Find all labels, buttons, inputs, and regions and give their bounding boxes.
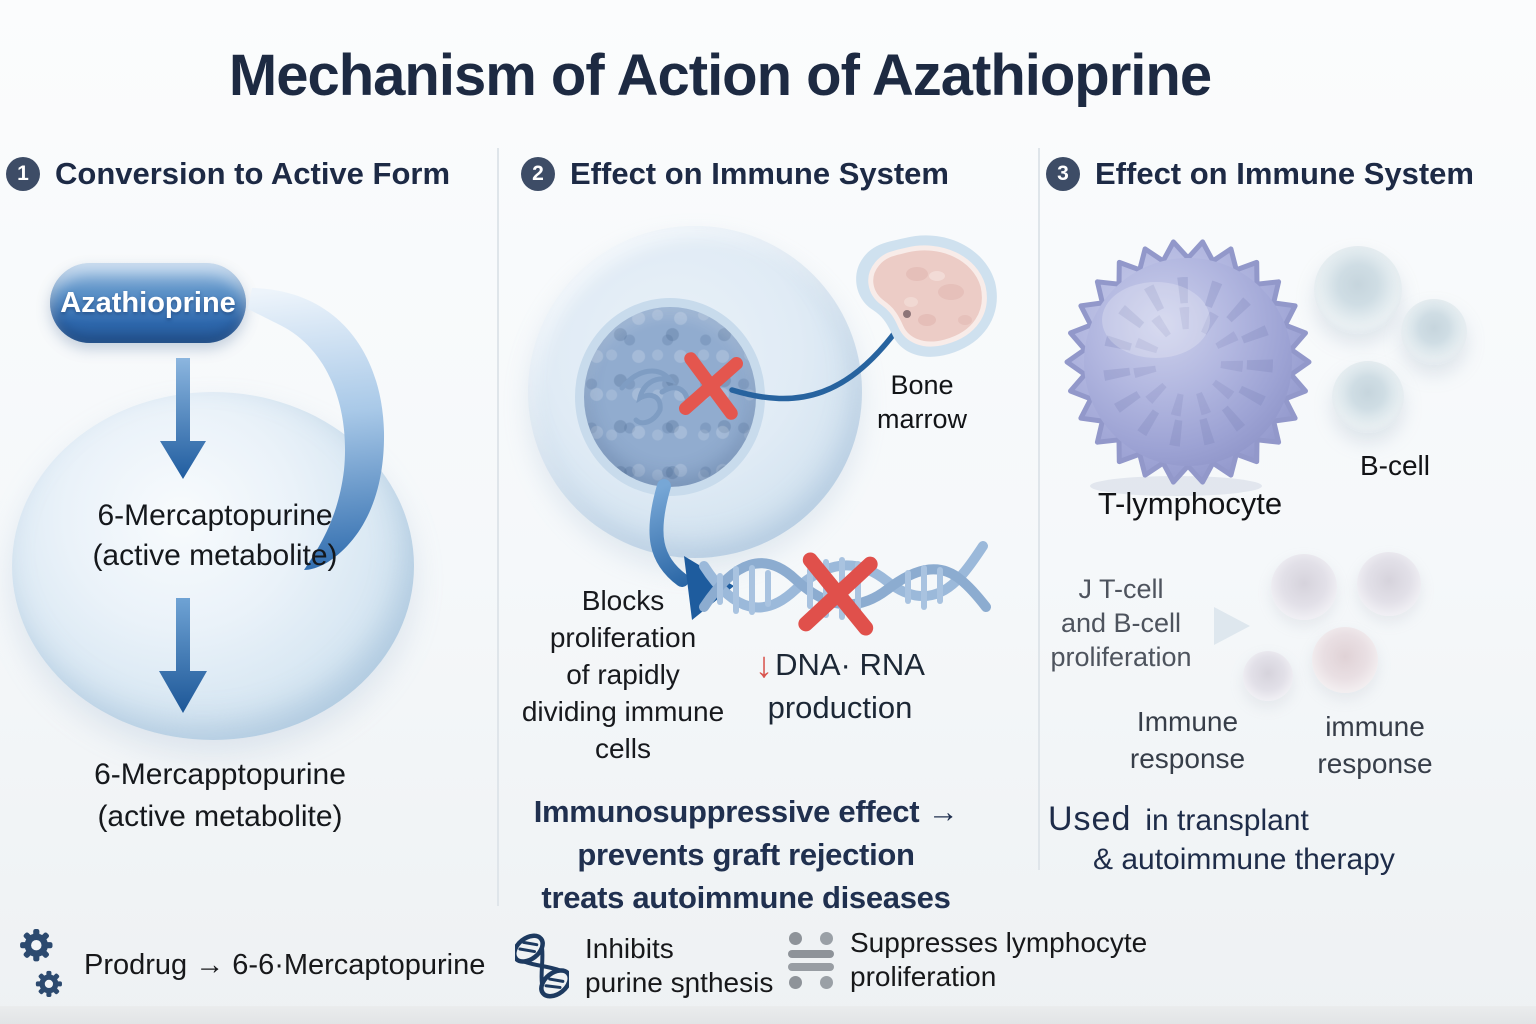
sphere-caption-line1: 6-Mercaptopurine: [97, 499, 333, 532]
b-cell-label: B-cell: [1359, 450, 1430, 481]
b-cell-3: [1332, 361, 1404, 433]
sphere-caption-line2: (active metabolite): [92, 539, 338, 572]
suppresses-label: Suppresses lymphocyte proliferation: [850, 927, 1148, 992]
sphere-caption: 6-Mercaptopurine (active metabolite): [30, 496, 400, 576]
b-cell-2: [1401, 299, 1467, 365]
ghost-cell-2: [1357, 552, 1421, 616]
panel-divider-1: [497, 148, 499, 906]
dna-rna-caption: ↓DNA· RNA production: [733, 643, 947, 729]
ghost-cell-1: [1271, 554, 1337, 620]
section-2-number-badge: 2: [521, 157, 555, 191]
footer-band: [0, 1006, 1536, 1024]
used-in-transplant-caption: Used in transplant: [1048, 800, 1448, 839]
t-lymphocyte-illustration: [1064, 239, 1312, 496]
section-3-heading: Effect on Immune System: [1095, 156, 1474, 191]
footer-item-suppresses: Suppresses lymphocyte proliferation: [788, 926, 1147, 994]
azathioprine-pill: Azathioprine: [50, 263, 246, 343]
red-down-arrow-icon: ↓: [755, 644, 774, 685]
t-cell-body: [1084, 258, 1292, 466]
b-cell-1: [1314, 246, 1402, 334]
dna-rna-line1: DNA· RNA: [775, 647, 925, 682]
section-1-header: 1 Conversion to Active Form: [6, 156, 450, 192]
result-caption-line1: 6-Mercapptopurine: [94, 758, 346, 791]
panel-divider-2: [1038, 148, 1040, 870]
t-cell-texture-ring-inner: [1133, 307, 1243, 417]
dna-rna-line2: production: [767, 690, 913, 725]
section-3-header: 3 Effect on Immune System: [1046, 156, 1474, 192]
bone-marrow-label: Bone marrow: [876, 370, 967, 434]
t-lymphocyte-label: T-lymphocyte: [1097, 486, 1283, 521]
dna-blocked-x-icon: [798, 552, 878, 636]
gears-icon: [20, 929, 62, 997]
dots-icon: [788, 931, 834, 989]
bone-marrow-illustration: [856, 235, 997, 357]
prodrug-label: Prodrug → 6-6·Mercaptopurine: [84, 948, 486, 981]
t-cell-texture-ring: [1103, 277, 1273, 447]
cell-nucleus: [575, 298, 765, 496]
footer-item-inhibits: Inhibits purine sɲthesis: [515, 922, 773, 1010]
pill-label: Azathioprine: [60, 286, 236, 319]
proliferation-chevron-icon: [1214, 607, 1250, 645]
ghost-cell-4: [1243, 651, 1293, 701]
immune-response-label-2: immune response: [1317, 711, 1433, 779]
section-1-heading: Conversion to Active Form: [55, 156, 451, 191]
inhibits-label: Inhibits purine sɲthesis: [585, 933, 774, 998]
autoimmune-therapy-caption: & autoimmune therapy: [1093, 843, 1395, 876]
blocks-proliferation-caption: Blocks proliferation of rapidly dividing…: [521, 585, 725, 764]
t-cell-shadow: [1090, 476, 1262, 496]
t-cell-highlight: [1102, 282, 1210, 358]
page-title: Mechanism of Action of Azathioprine: [228, 43, 1212, 108]
immune-response-label-1: Immune response: [1129, 706, 1246, 774]
section-3-number-badge: 3: [1046, 157, 1080, 191]
section-2-heading: Effect on Immune System: [570, 156, 949, 191]
t-b-cell-proliferation-caption: J T-cell and B-cell proliferation: [1050, 574, 1192, 672]
section-2-header: 2 Effect on Immune System: [521, 156, 949, 192]
used-rest: in transplant: [1145, 804, 1309, 837]
footer-item-prodrug: Prodrug → 6-6·Mercaptopurine: [12, 920, 485, 1010]
section-1-number-badge: 1: [6, 157, 40, 191]
used-word: Used: [1048, 800, 1132, 838]
immunosuppressive-summary: Immunosuppressive effect → prevents graf…: [533, 794, 959, 915]
ghost-cell-3: [1312, 627, 1378, 693]
result-caption-line2: (active metabolite): [97, 800, 343, 833]
dna-icon: [515, 933, 569, 999]
result-caption: 6-Mercapptopurine (active metabolite): [30, 754, 410, 838]
